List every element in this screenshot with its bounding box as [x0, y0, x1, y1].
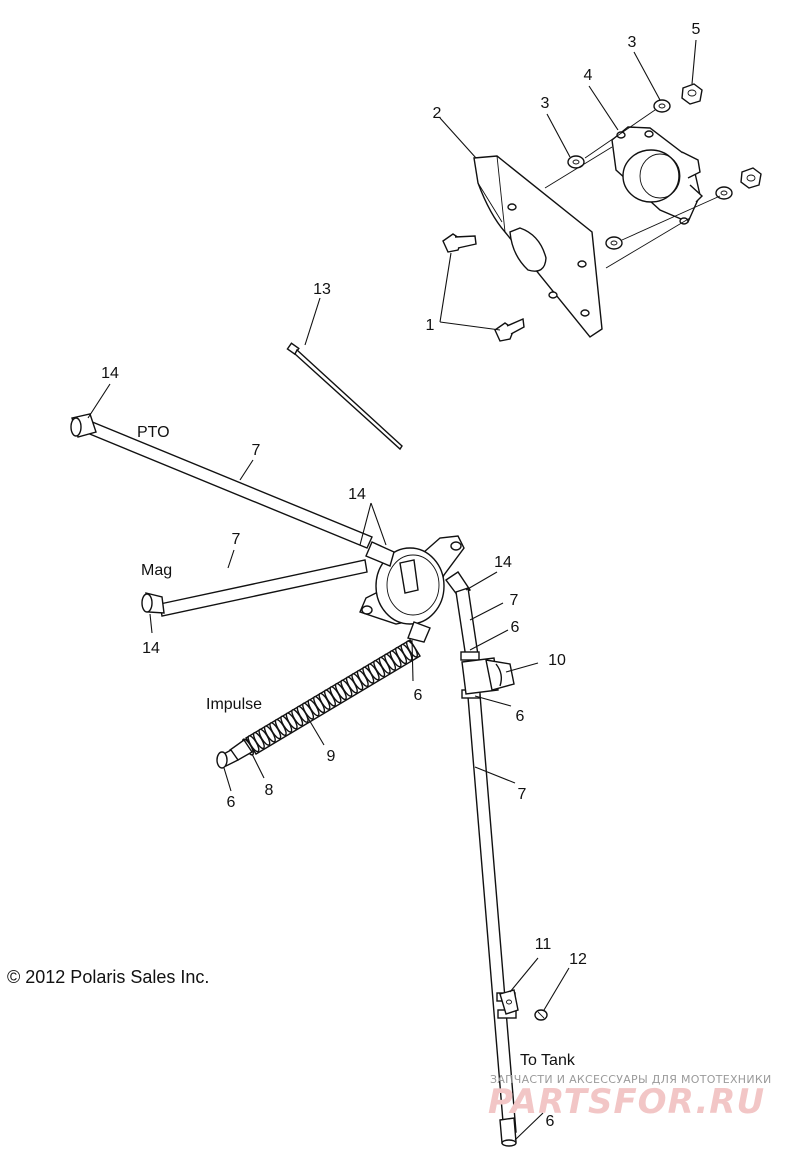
callout-7: 7: [510, 592, 519, 609]
copyright-text: © 2012 Polaris Sales Inc.: [7, 967, 209, 987]
cable-tie: [286, 342, 403, 451]
callout-3: 3: [541, 95, 550, 112]
callout-14: 14: [142, 640, 160, 657]
hose-impulse: [216, 639, 421, 769]
callout-14: 14: [101, 365, 119, 382]
callout-12: 12: [569, 951, 587, 968]
label-mag: Mag: [141, 562, 172, 579]
hose-clip: [499, 989, 519, 1015]
label-pto: PTO: [137, 424, 170, 441]
callout-7: 7: [252, 442, 261, 459]
callout-6: 6: [546, 1113, 555, 1130]
callout-6: 6: [511, 619, 520, 636]
label-to-tank: To Tank: [520, 1052, 576, 1069]
fuel-pump: [611, 126, 704, 225]
hose-pto: [70, 413, 373, 549]
callout-6: 6: [227, 794, 236, 811]
callout-4: 4: [584, 67, 593, 84]
callout-9: 9: [327, 748, 336, 765]
mounting-plate: [473, 155, 603, 338]
hose-mag: [141, 559, 368, 617]
callout-6: 6: [516, 708, 525, 725]
callout-7: 7: [518, 786, 527, 803]
washer-top: [653, 99, 671, 113]
callout-8: 8: [265, 782, 274, 799]
callout-2: 2: [433, 105, 442, 122]
callout-7: 7: [232, 531, 241, 548]
callout-1: 1: [426, 317, 435, 334]
washer-plate: [567, 155, 585, 169]
washer-lower: [605, 236, 623, 250]
bolt-lower: [494, 317, 525, 342]
nut-top: [681, 83, 703, 105]
assembly-guides: [544, 109, 721, 269]
callout-14: 14: [494, 554, 512, 571]
hose-tank: [444, 571, 517, 1147]
fuel-filter: [359, 535, 465, 643]
callout-13: 13: [313, 281, 331, 298]
callout-11: 11: [535, 936, 552, 953]
watermark-brand: PARTSFOR.RU: [488, 1082, 765, 1122]
callout-10: 10: [548, 652, 566, 669]
leader-lines: [87, 39, 697, 1141]
bolt-upper: [442, 233, 477, 253]
watermark-tagline: ЗАПЧАСТИ И АКСЕССУАРЫ ДЛЯ МОТОТЕХНИКИ: [490, 1073, 772, 1086]
callout-5: 5: [692, 21, 701, 38]
shutoff-valve: [461, 657, 515, 695]
screw: [534, 1009, 548, 1021]
callout-6: 6: [414, 687, 423, 704]
callout-3: 3: [628, 34, 637, 51]
label-impulse: Impulse: [206, 696, 262, 713]
callouts: 2 3 3 4 5 1 13 14 7 14 7 14 14 7 6 10 6 …: [101, 21, 700, 1130]
callout-14: 14: [348, 486, 366, 503]
nut-right: [740, 167, 762, 189]
